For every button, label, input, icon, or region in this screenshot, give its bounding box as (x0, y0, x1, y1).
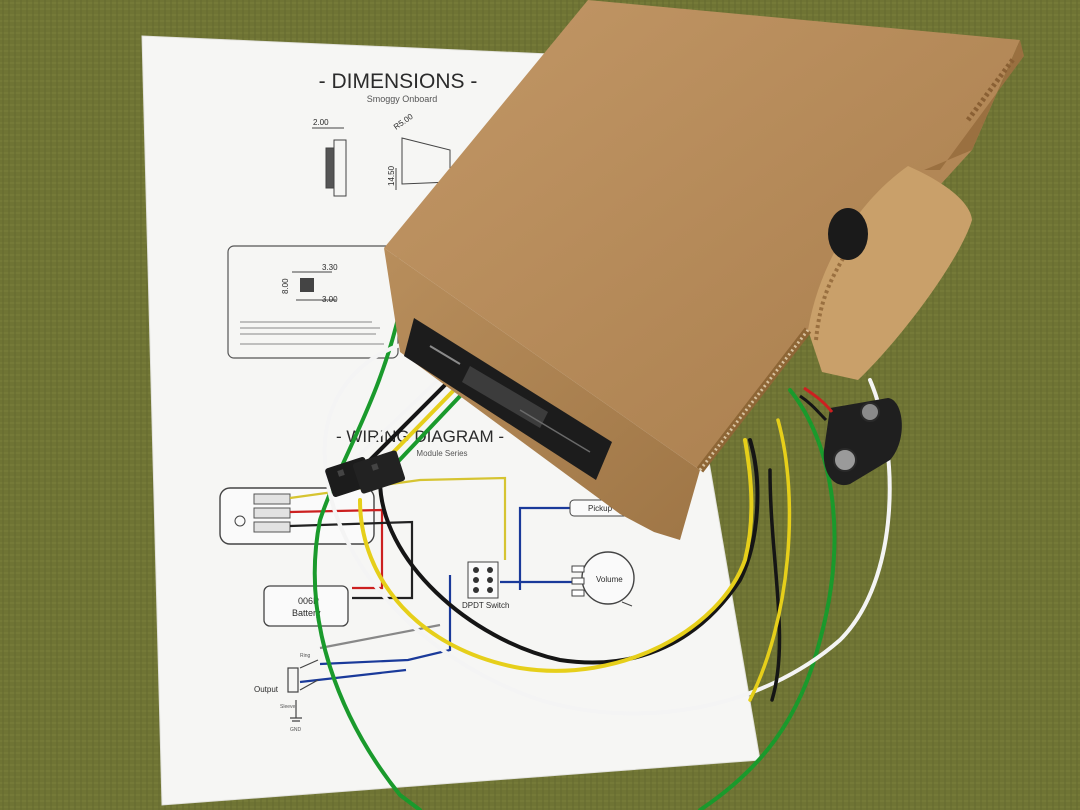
dim-label-4: 3.30 (322, 263, 338, 272)
connector-headers (325, 450, 406, 497)
volume-label: Volume (596, 575, 623, 584)
gnd-label: GND (290, 727, 302, 733)
dim-label-1: 2.00 (313, 118, 329, 127)
dim-label-6: 3.00 (322, 295, 338, 304)
sleeve-label: Sleeve (280, 704, 296, 710)
battery-box (263, 585, 349, 627)
loose-wires (312, 308, 892, 810)
pickup-label: Pickup (588, 504, 613, 513)
dimensions-subtitle: Smoggy Onboard (367, 94, 438, 104)
wiring-subtitle: Module Series (416, 449, 467, 458)
dpdt-switch (467, 561, 499, 599)
dim-label-5: 8.00 (281, 278, 290, 294)
output-jack (287, 659, 319, 722)
battery-snap (799, 386, 902, 486)
dpdt-label: DPDT Switch (462, 601, 509, 610)
output-label: Output (254, 685, 279, 694)
battery-label-1: 006P (298, 596, 319, 606)
dimensions-title: - DIMENSIONS - (319, 70, 478, 93)
cardboard-box (384, 0, 1024, 540)
module-outline (219, 487, 375, 545)
volume-pot (571, 551, 635, 607)
battery-label-2: Battery (292, 608, 321, 618)
dim-label-3: 14.50 (387, 165, 396, 186)
ring-label: Ring (300, 653, 311, 659)
